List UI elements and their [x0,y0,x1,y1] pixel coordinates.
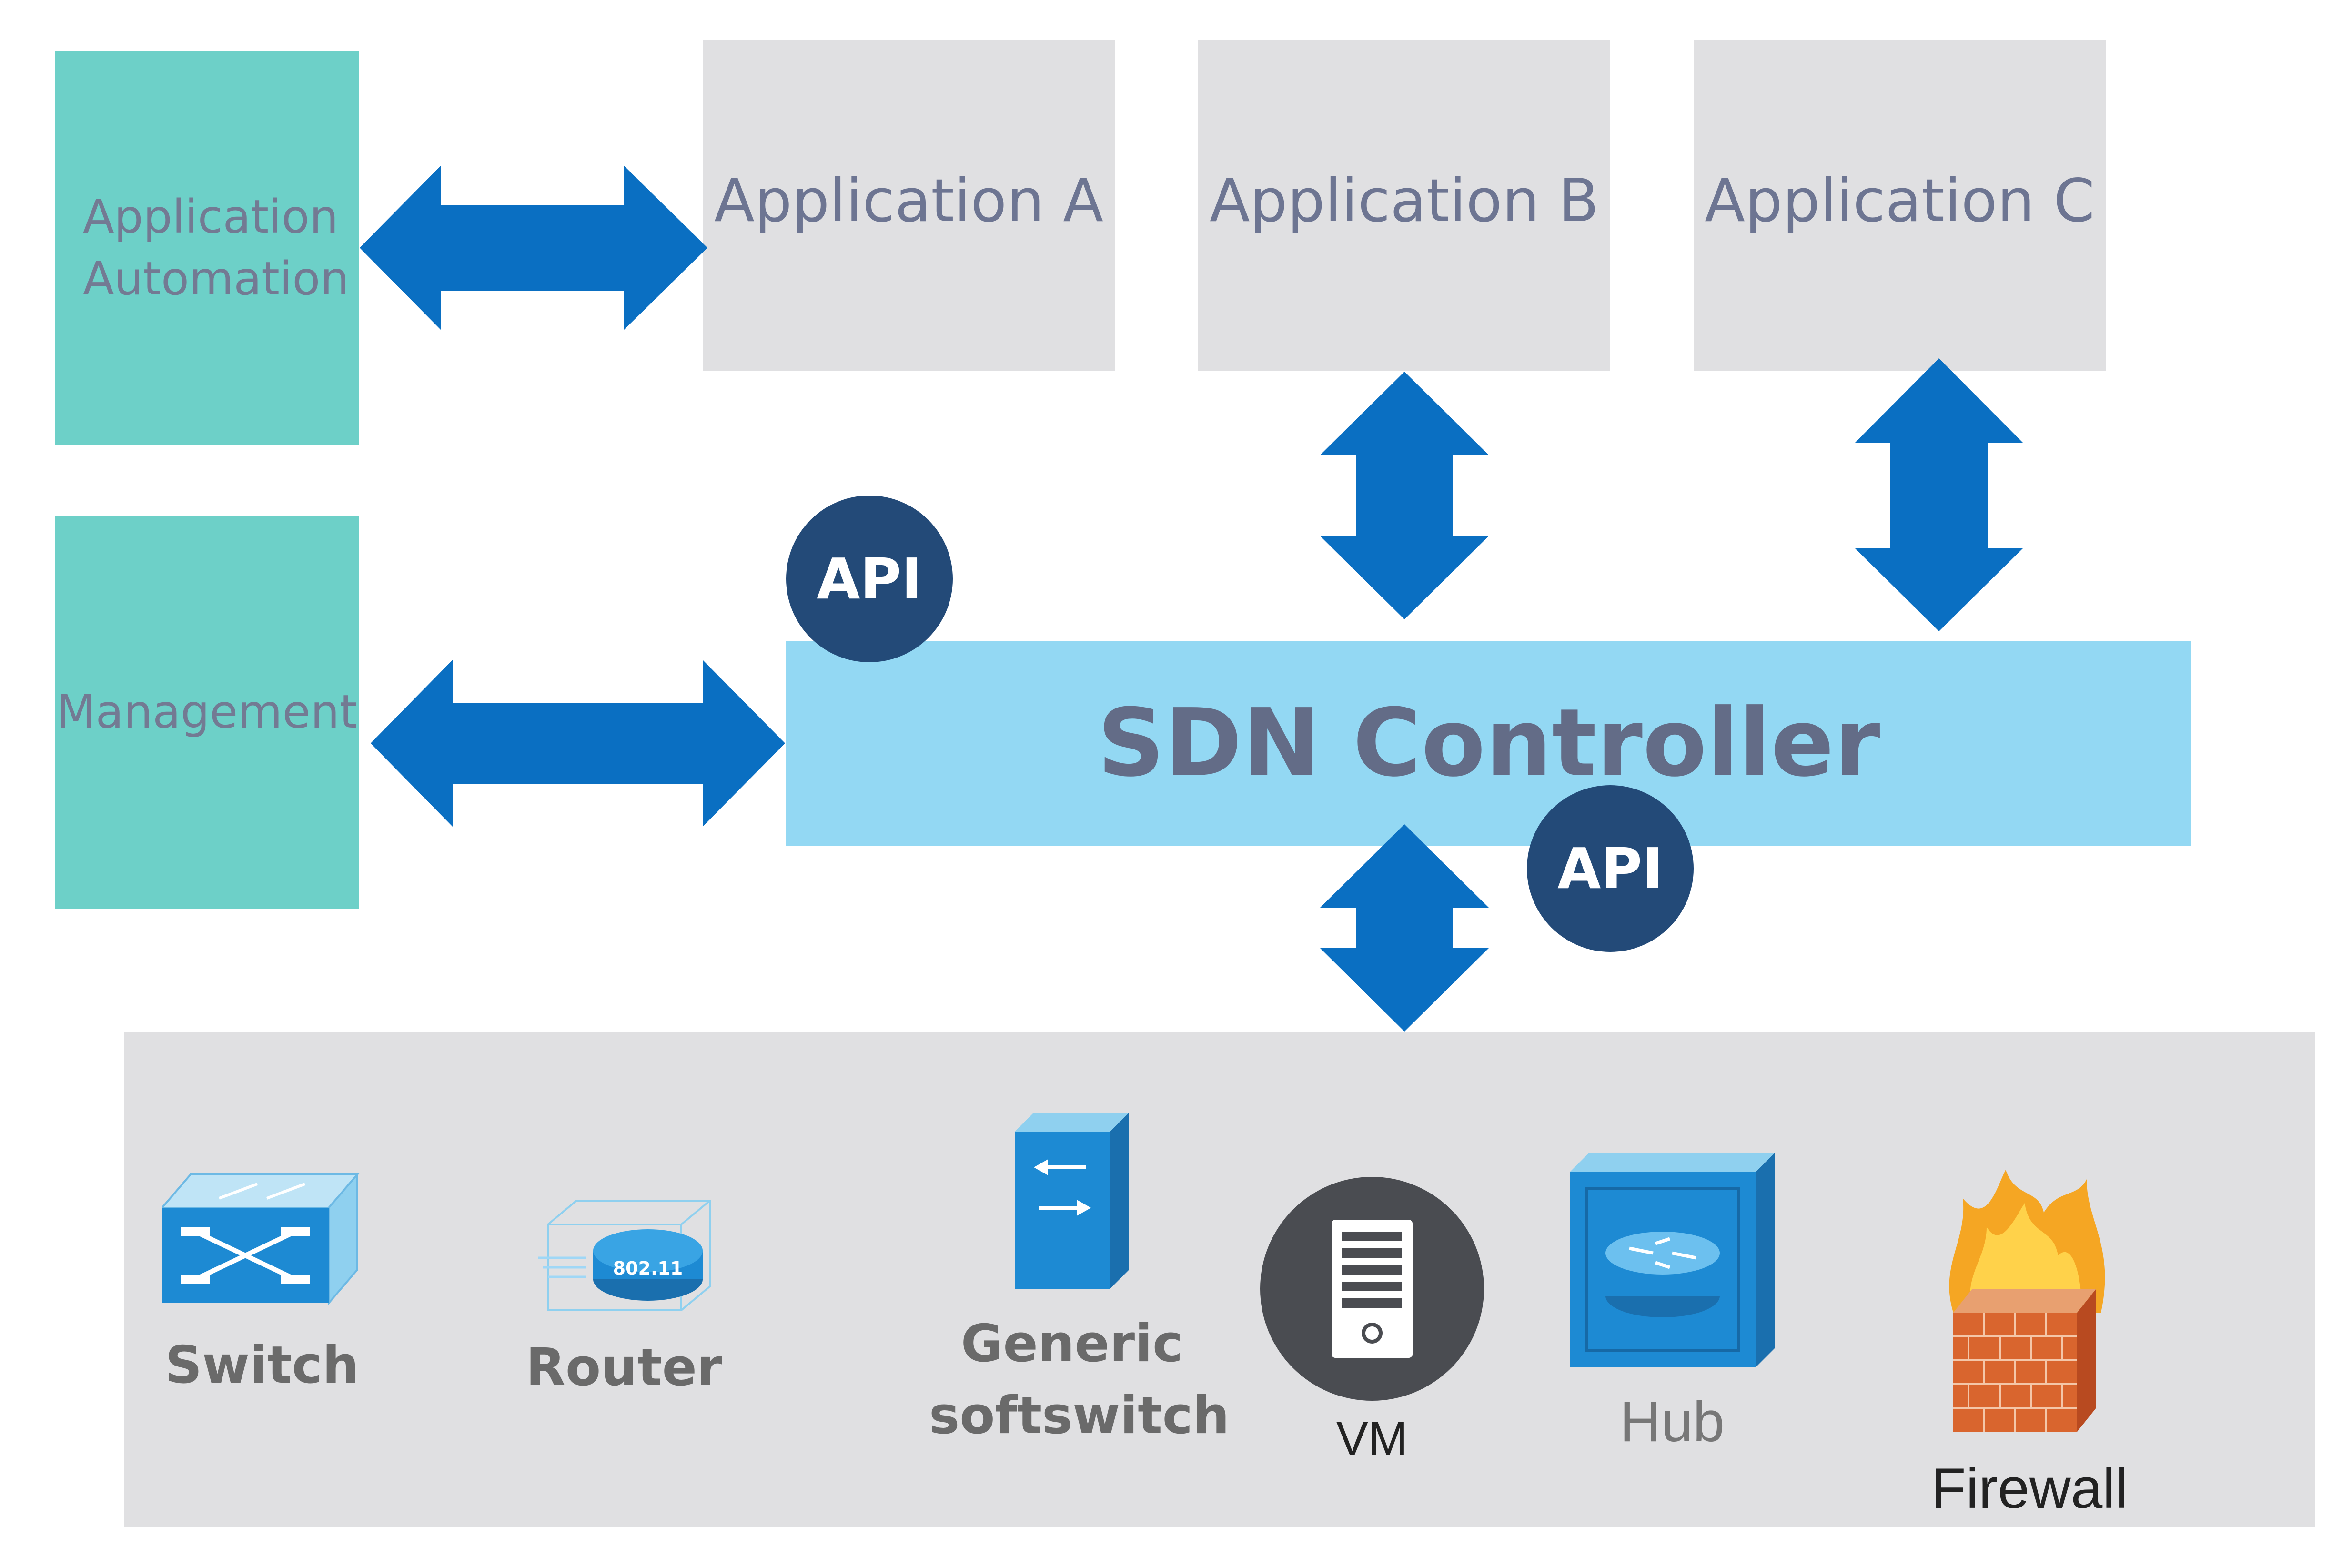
application-b-label: Application B [1209,167,1599,235]
arrow-automation-app-a [360,166,707,330]
application-a-box: Application A [703,40,1115,371]
management-box: Management [55,516,359,909]
arrow-app-b-controller [1320,372,1489,619]
application-c-label: Application C [1705,167,2095,235]
switch-label: Switch [165,1335,359,1395]
sdn-controller: SDN Controller [786,641,2191,846]
switch-icon [162,1172,360,1306]
hub-label: Hub [1619,1390,1725,1454]
hub-icon [1570,1153,1775,1367]
firewall-icon [1949,1170,2105,1432]
arrow-management-controller [371,660,785,827]
application-automation-box: Application Automation [55,51,359,445]
api-badge-upper: API [786,496,953,662]
api-badge-upper-label: API [817,546,922,612]
application-c-box: Application C [1694,40,2106,371]
api-badge-lower-label: API [1557,836,1663,901]
softswitch-label: Generic softswitch [929,1314,1230,1446]
application-a-label: Application A [714,167,1104,235]
router-icon: 802.11 [538,1200,711,1311]
router-badge-text: 802.11 [613,1258,683,1279]
vm-icon [1260,1177,1484,1401]
softswitch-icon [1015,1113,1129,1289]
management-label: Management [56,685,358,738]
arrow-app-c-controller [1855,358,2023,631]
application-automation-label: Application Automation [83,190,350,305]
sdn-controller-label: SDN Controller [1097,689,1880,798]
application-b-box: Application B [1198,40,1610,371]
firewall-label: Firewall [1931,1457,2128,1520]
api-badge-lower: API [1527,785,1694,952]
vm-label: VM [1336,1412,1408,1466]
router-label: Router [525,1338,723,1397]
arrow-controller-devices [1320,824,1489,1032]
